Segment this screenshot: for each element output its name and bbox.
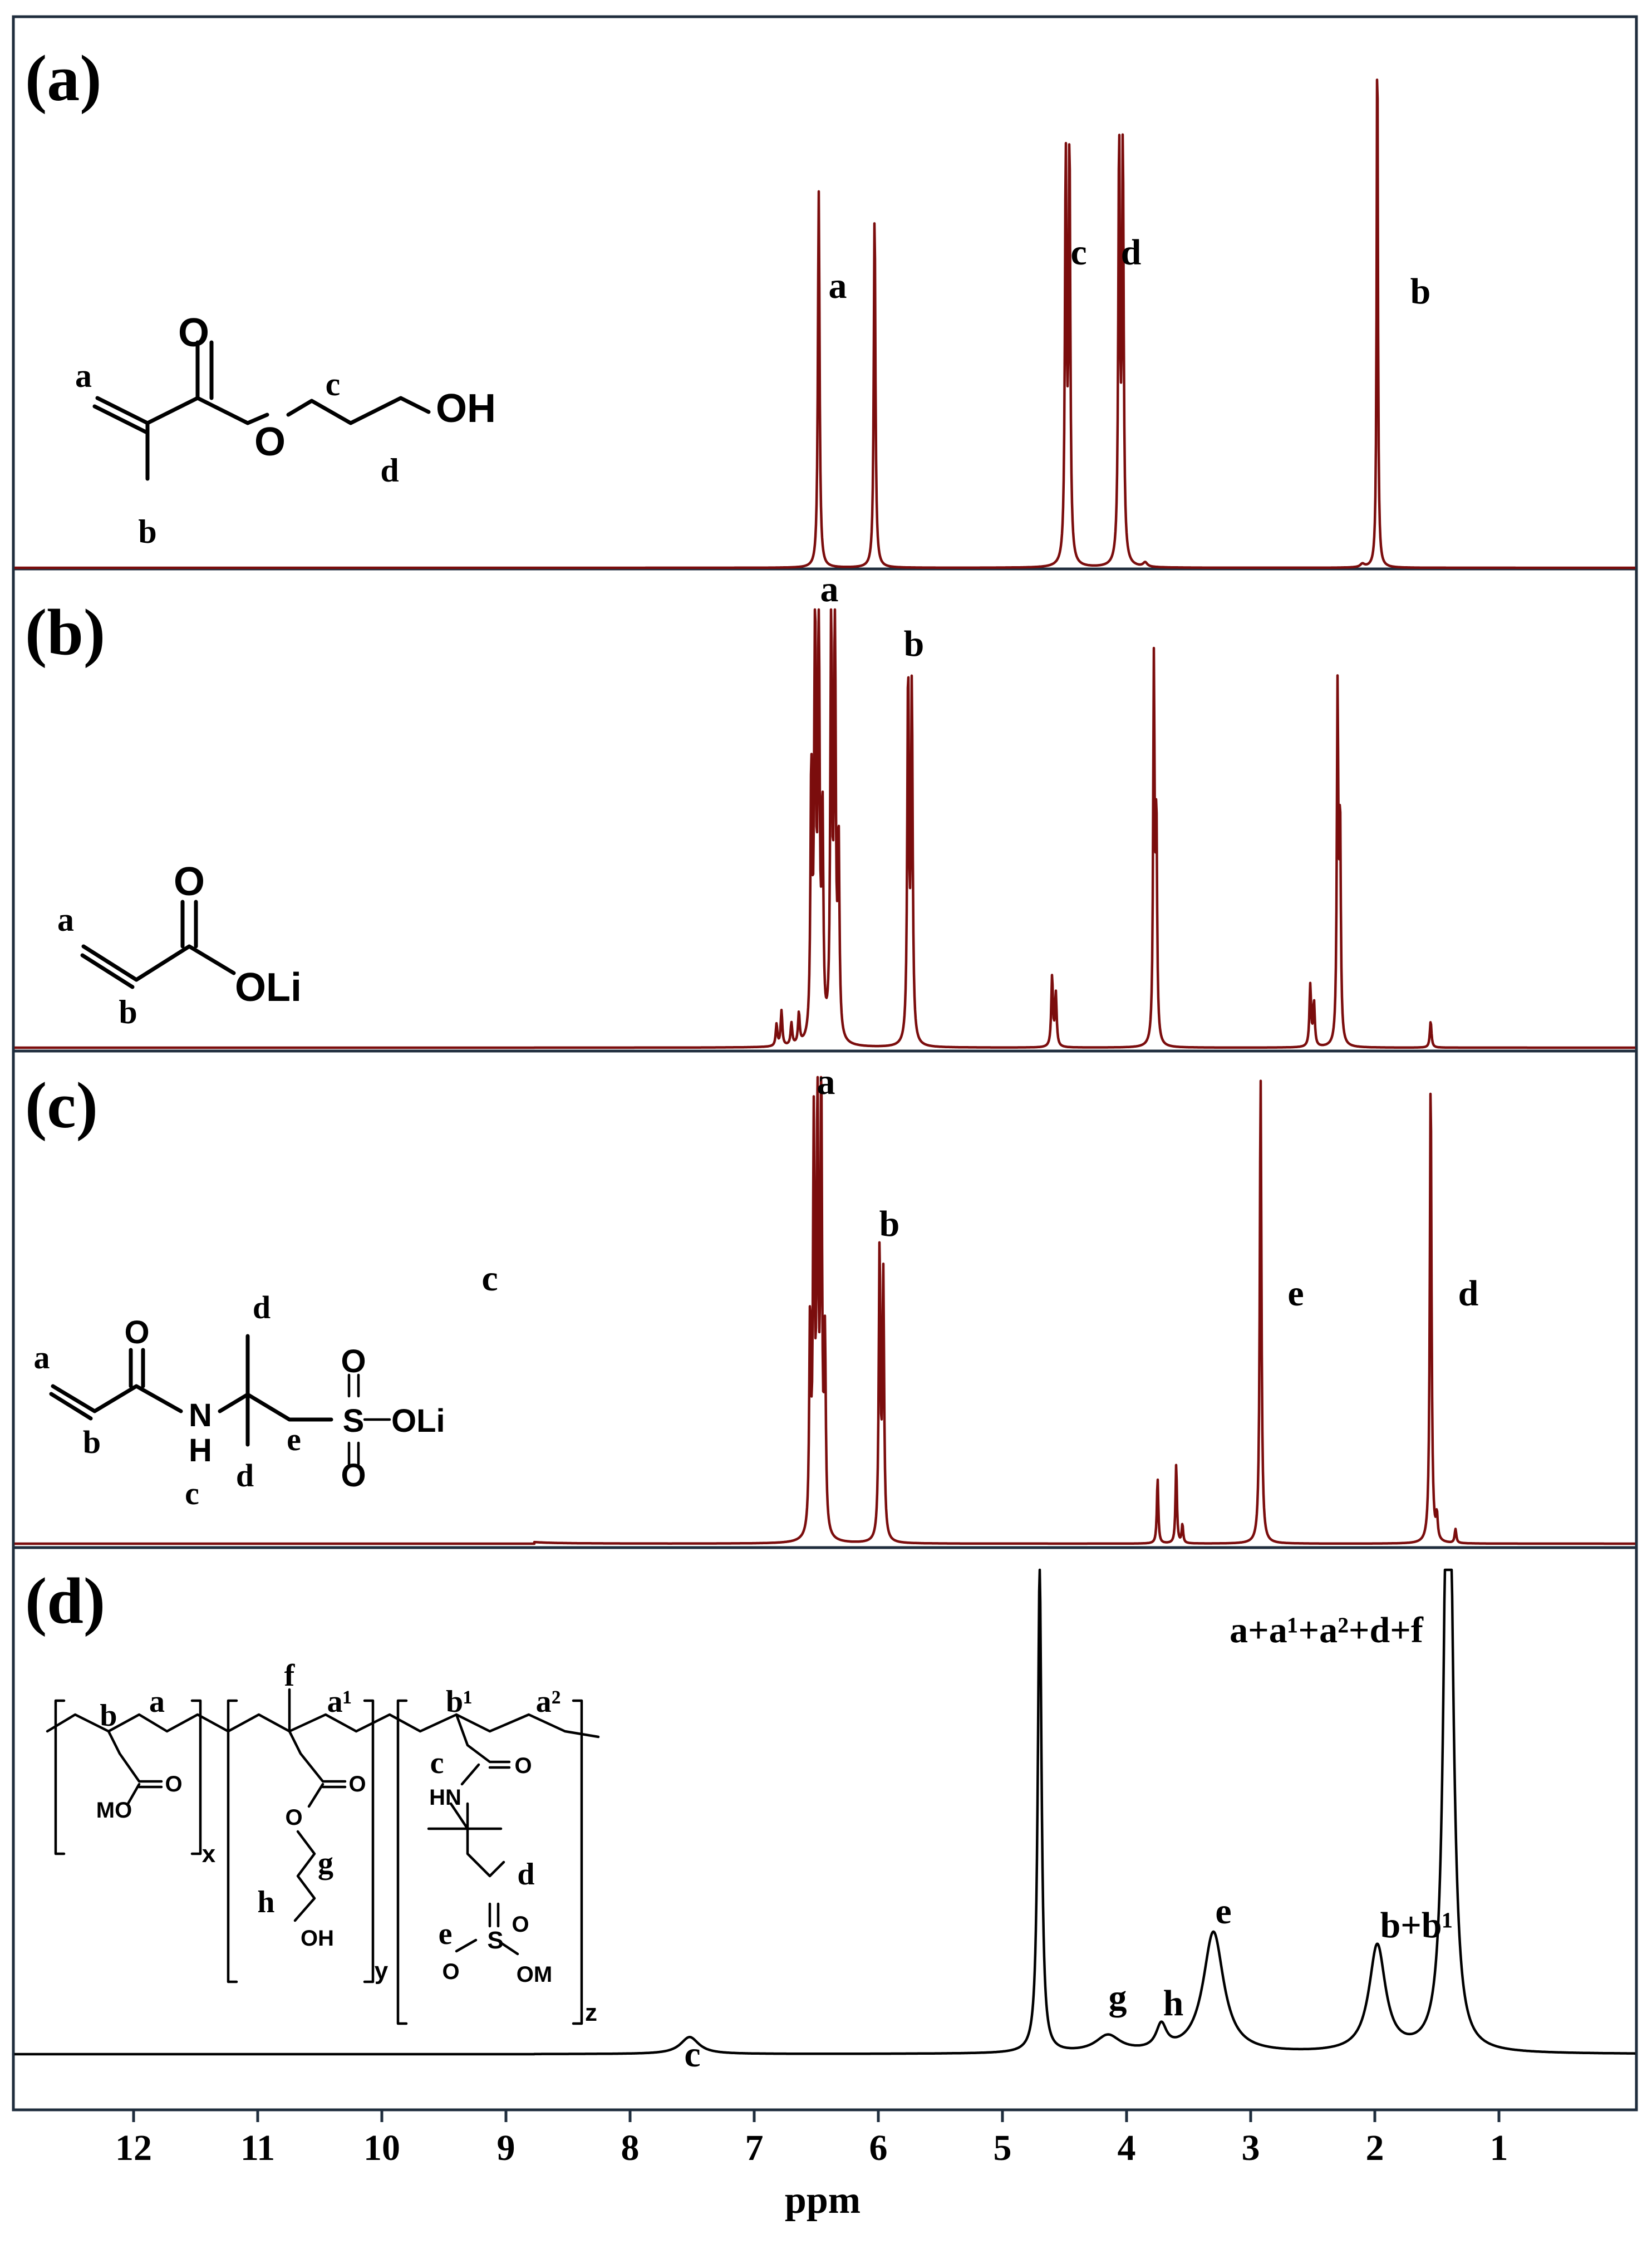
atom-label: b <box>138 513 156 550</box>
atom-label: a <box>57 901 74 938</box>
atom-label: OLi <box>235 965 302 1010</box>
spectrum-trace-d <box>14 1568 1636 2056</box>
figure-frame <box>12 15 1638 2112</box>
peak-label: b+b¹ <box>1380 1905 1453 1946</box>
x-axis: 12 11 10 9 8 7 6 5 4 3 2 1 <box>115 2110 1508 2168</box>
atom-label: c <box>430 1746 444 1780</box>
panel-label-d: (d) <box>25 1564 105 1637</box>
atom-label: a <box>34 1339 50 1376</box>
atom-label: d <box>253 1289 271 1325</box>
x-axis-tick-label: 7 <box>745 2128 764 2168</box>
peak-label: a <box>829 266 847 306</box>
spectrum-trace-c <box>14 1076 1636 1545</box>
panel-label-b: (b) <box>25 596 105 669</box>
atom-label: f <box>284 1658 296 1693</box>
atom-label: b <box>119 994 137 1030</box>
peak-label: b <box>879 1204 900 1244</box>
x-axis-tick-label: 12 <box>115 2128 152 2168</box>
atom-label: O <box>174 860 205 904</box>
atom-label: MO <box>96 1798 132 1823</box>
peak-label: e <box>1215 1891 1231 1932</box>
atom-label: h <box>257 1885 274 1919</box>
peak-label: g <box>1109 1977 1127 2018</box>
atom-label: b¹ <box>446 1685 473 1719</box>
peak-label: c <box>684 2034 700 2075</box>
peak-label: a+a¹+a²+d+f <box>1230 1610 1424 1651</box>
panel-label-a: (a) <box>25 42 102 115</box>
peak-label: e <box>1287 1273 1304 1314</box>
atom-label: H <box>189 1432 212 1469</box>
atom-label: c <box>185 1475 199 1511</box>
atom-label: O <box>512 1912 529 1937</box>
peak-label: d <box>1458 1273 1479 1314</box>
atom-label: O <box>341 1343 366 1379</box>
atom-label: O <box>165 1772 182 1796</box>
atom-label: S <box>343 1403 365 1439</box>
x-axis-tick-label: 8 <box>621 2128 640 2168</box>
x-axis-tick-label: 11 <box>240 2128 275 2168</box>
peak-label: c <box>1070 232 1086 273</box>
atom-label: d <box>236 1457 254 1494</box>
atom-label: S <box>487 1927 503 1954</box>
x-axis-tick-label: 5 <box>994 2128 1012 2168</box>
atom-label: y <box>375 1957 389 1985</box>
atom-label: O <box>285 1805 302 1830</box>
structure-d: b a f a¹ b¹ a² MO O x O O g h OH y c O H… <box>46 1658 600 2026</box>
x-axis-tick-label: 3 <box>1242 2128 1260 2168</box>
atom-label: OLi <box>391 1403 445 1439</box>
structure-c: O N H S O O OLi a b c d d e <box>34 1289 445 1511</box>
atom-label: OH <box>436 386 496 431</box>
x-axis-tick-label: 10 <box>363 2128 400 2168</box>
peak-label: a <box>820 569 839 610</box>
atom-label: b <box>100 1698 117 1733</box>
atom-label: a² <box>536 1685 561 1719</box>
panel-label-c: (c) <box>25 1069 98 1142</box>
atom-label: N <box>189 1397 212 1433</box>
x-axis-tick-label: 6 <box>869 2128 888 2168</box>
atom-label: O <box>514 1754 532 1778</box>
atom-label: O <box>178 311 209 355</box>
peak-label: b <box>1410 271 1431 312</box>
atom-label: e <box>287 1421 301 1457</box>
atom-label: z <box>585 1999 597 2026</box>
atom-label: d <box>380 452 399 489</box>
atom-label: a¹ <box>327 1685 352 1719</box>
atom-label: a <box>149 1685 165 1719</box>
atom-label: a <box>75 357 92 394</box>
peak-label: h <box>1163 1983 1184 2024</box>
atom-label: O <box>124 1314 149 1351</box>
atom-label: HN <box>429 1785 461 1810</box>
peak-label: b <box>904 623 925 664</box>
atom-label: e <box>439 1917 453 1951</box>
structure-b: O OLi a b <box>57 860 302 1030</box>
atom-label: OM <box>517 1962 552 1987</box>
structure-a: O O OH a b c d <box>75 311 496 550</box>
spectrum-trace-b <box>14 608 1636 1049</box>
atom-label: O <box>341 1457 366 1494</box>
atom-label: d <box>517 1857 534 1892</box>
spectrum-trace-a <box>14 78 1636 569</box>
atom-label: O <box>348 1772 366 1796</box>
atom-label: O <box>254 420 286 464</box>
atom-label: g <box>318 1846 333 1880</box>
atom-label: b <box>83 1424 101 1460</box>
x-axis-tick-label: 2 <box>1366 2128 1384 2168</box>
atom-label: x <box>202 1840 216 1868</box>
x-axis-tick-label: 9 <box>497 2128 515 2168</box>
peak-label: c <box>481 1258 498 1299</box>
atom-label: OH <box>301 1926 334 1951</box>
x-axis-tick-label: 1 <box>1490 2128 1508 2168</box>
peak-label: a <box>817 1062 835 1102</box>
atom-label: c <box>326 366 341 402</box>
peak-label: d <box>1121 232 1142 273</box>
x-axis-title: ppm <box>785 2179 861 2222</box>
x-axis-tick-label: 4 <box>1118 2128 1136 2168</box>
atom-label: O <box>442 1960 459 1984</box>
